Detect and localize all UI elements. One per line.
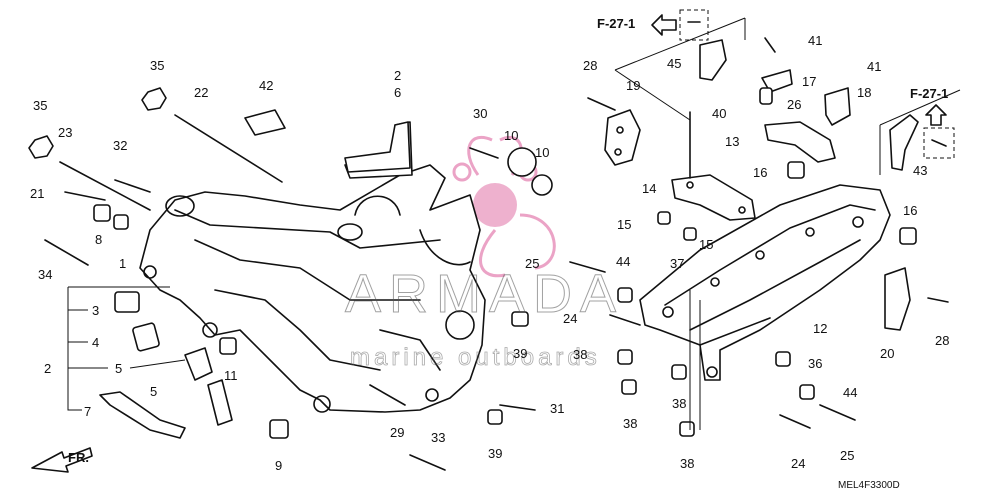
callout: 2 [394, 68, 401, 83]
callout: 38 [672, 396, 686, 411]
callout: 9 [275, 458, 282, 473]
bracket-14 [671, 174, 756, 221]
callout: 39 [513, 346, 527, 361]
callout: 38 [623, 416, 637, 431]
callout: 28 [935, 333, 949, 348]
bracket-13 [764, 121, 836, 163]
leader-lines [67, 17, 961, 430]
front-label: FR. [68, 450, 89, 465]
callout: 45 [667, 56, 681, 71]
callout: 36 [808, 356, 822, 371]
bracket-42 [244, 109, 286, 136]
callout: 40 [712, 106, 726, 121]
callout: 38 [680, 456, 694, 471]
nuts [28, 87, 917, 437]
reference-label: F-27-1 [910, 86, 948, 101]
callout: 12 [813, 321, 827, 336]
callout: 14 [642, 181, 656, 196]
bracket-19 [604, 109, 641, 166]
callout: 8 [95, 232, 102, 247]
callout: 15 [617, 217, 631, 232]
callout: 31 [550, 401, 564, 416]
callout: 10 [504, 128, 518, 143]
callout: 19 [626, 78, 640, 93]
callout: 5 [115, 361, 122, 376]
callout: 32 [113, 138, 127, 153]
rubber-mounts [114, 291, 289, 439]
callout: 2 [44, 361, 51, 376]
callout: 11 [224, 368, 238, 383]
rear-subframe [639, 184, 891, 381]
callout: 21 [30, 186, 44, 201]
callout: 10 [535, 145, 549, 160]
callout: 20 [880, 346, 894, 361]
pipe-6 [344, 121, 411, 173]
callout: 41 [808, 33, 822, 48]
callout: 42 [259, 78, 273, 93]
callout: 7 [84, 404, 91, 419]
drawing-code: MEL4F3300D [838, 480, 900, 491]
reference-2: F-27-1 [910, 86, 955, 159]
callout: 26 [787, 97, 801, 112]
watermark-text: ARMADA marine outboards [345, 264, 624, 372]
bolts [44, 37, 949, 471]
main-frame [139, 121, 486, 413]
watermark-tagline: marine outboards [350, 344, 601, 371]
callout: 33 [431, 430, 445, 445]
callout: 30 [473, 106, 487, 121]
callout: 1 [119, 256, 126, 271]
callout: 22 [194, 85, 208, 100]
bracket-43 [889, 114, 919, 171]
callout: 44 [843, 385, 857, 400]
callout: 15 [699, 237, 713, 252]
callout: 35 [33, 98, 47, 113]
bracket-45 [699, 39, 727, 81]
callout: 16 [753, 165, 767, 180]
callout: 16 [903, 203, 917, 218]
callout: 39 [488, 446, 502, 461]
reference-label: F-27-1 [597, 16, 635, 31]
callout: 38 [573, 347, 587, 362]
bar-7 [99, 391, 186, 439]
callout: 23 [58, 125, 72, 140]
callout: 41 [867, 59, 881, 74]
callout: 25 [840, 448, 854, 463]
callout: 29 [390, 425, 404, 440]
callout: 24 [563, 311, 577, 326]
callout: 18 [857, 85, 871, 100]
callout: 17 [802, 74, 816, 89]
reference-1: F-27-1 [597, 9, 709, 41]
callout: 6 [394, 85, 401, 100]
callouts: 35 35 22 42 2 6 30 10 10 23 32 21 8 1 34… [30, 33, 949, 473]
callout: 43 [913, 163, 927, 178]
bracket-20 [884, 267, 911, 331]
callout: 35 [150, 58, 164, 73]
bracket-18 [824, 87, 851, 126]
callout: 13 [725, 134, 739, 149]
watermark-brand: ARMADA [345, 264, 624, 324]
callout: 24 [791, 456, 805, 471]
callout: 4 [92, 335, 99, 350]
callout: 44 [616, 254, 630, 269]
callout: 3 [92, 303, 99, 318]
callout: 37 [670, 256, 684, 271]
callout: 25 [525, 256, 539, 271]
callout: 34 [38, 267, 52, 282]
front-arrow: FR. [31, 447, 93, 473]
callout: 28 [583, 58, 597, 73]
callout: 5 [150, 384, 157, 399]
